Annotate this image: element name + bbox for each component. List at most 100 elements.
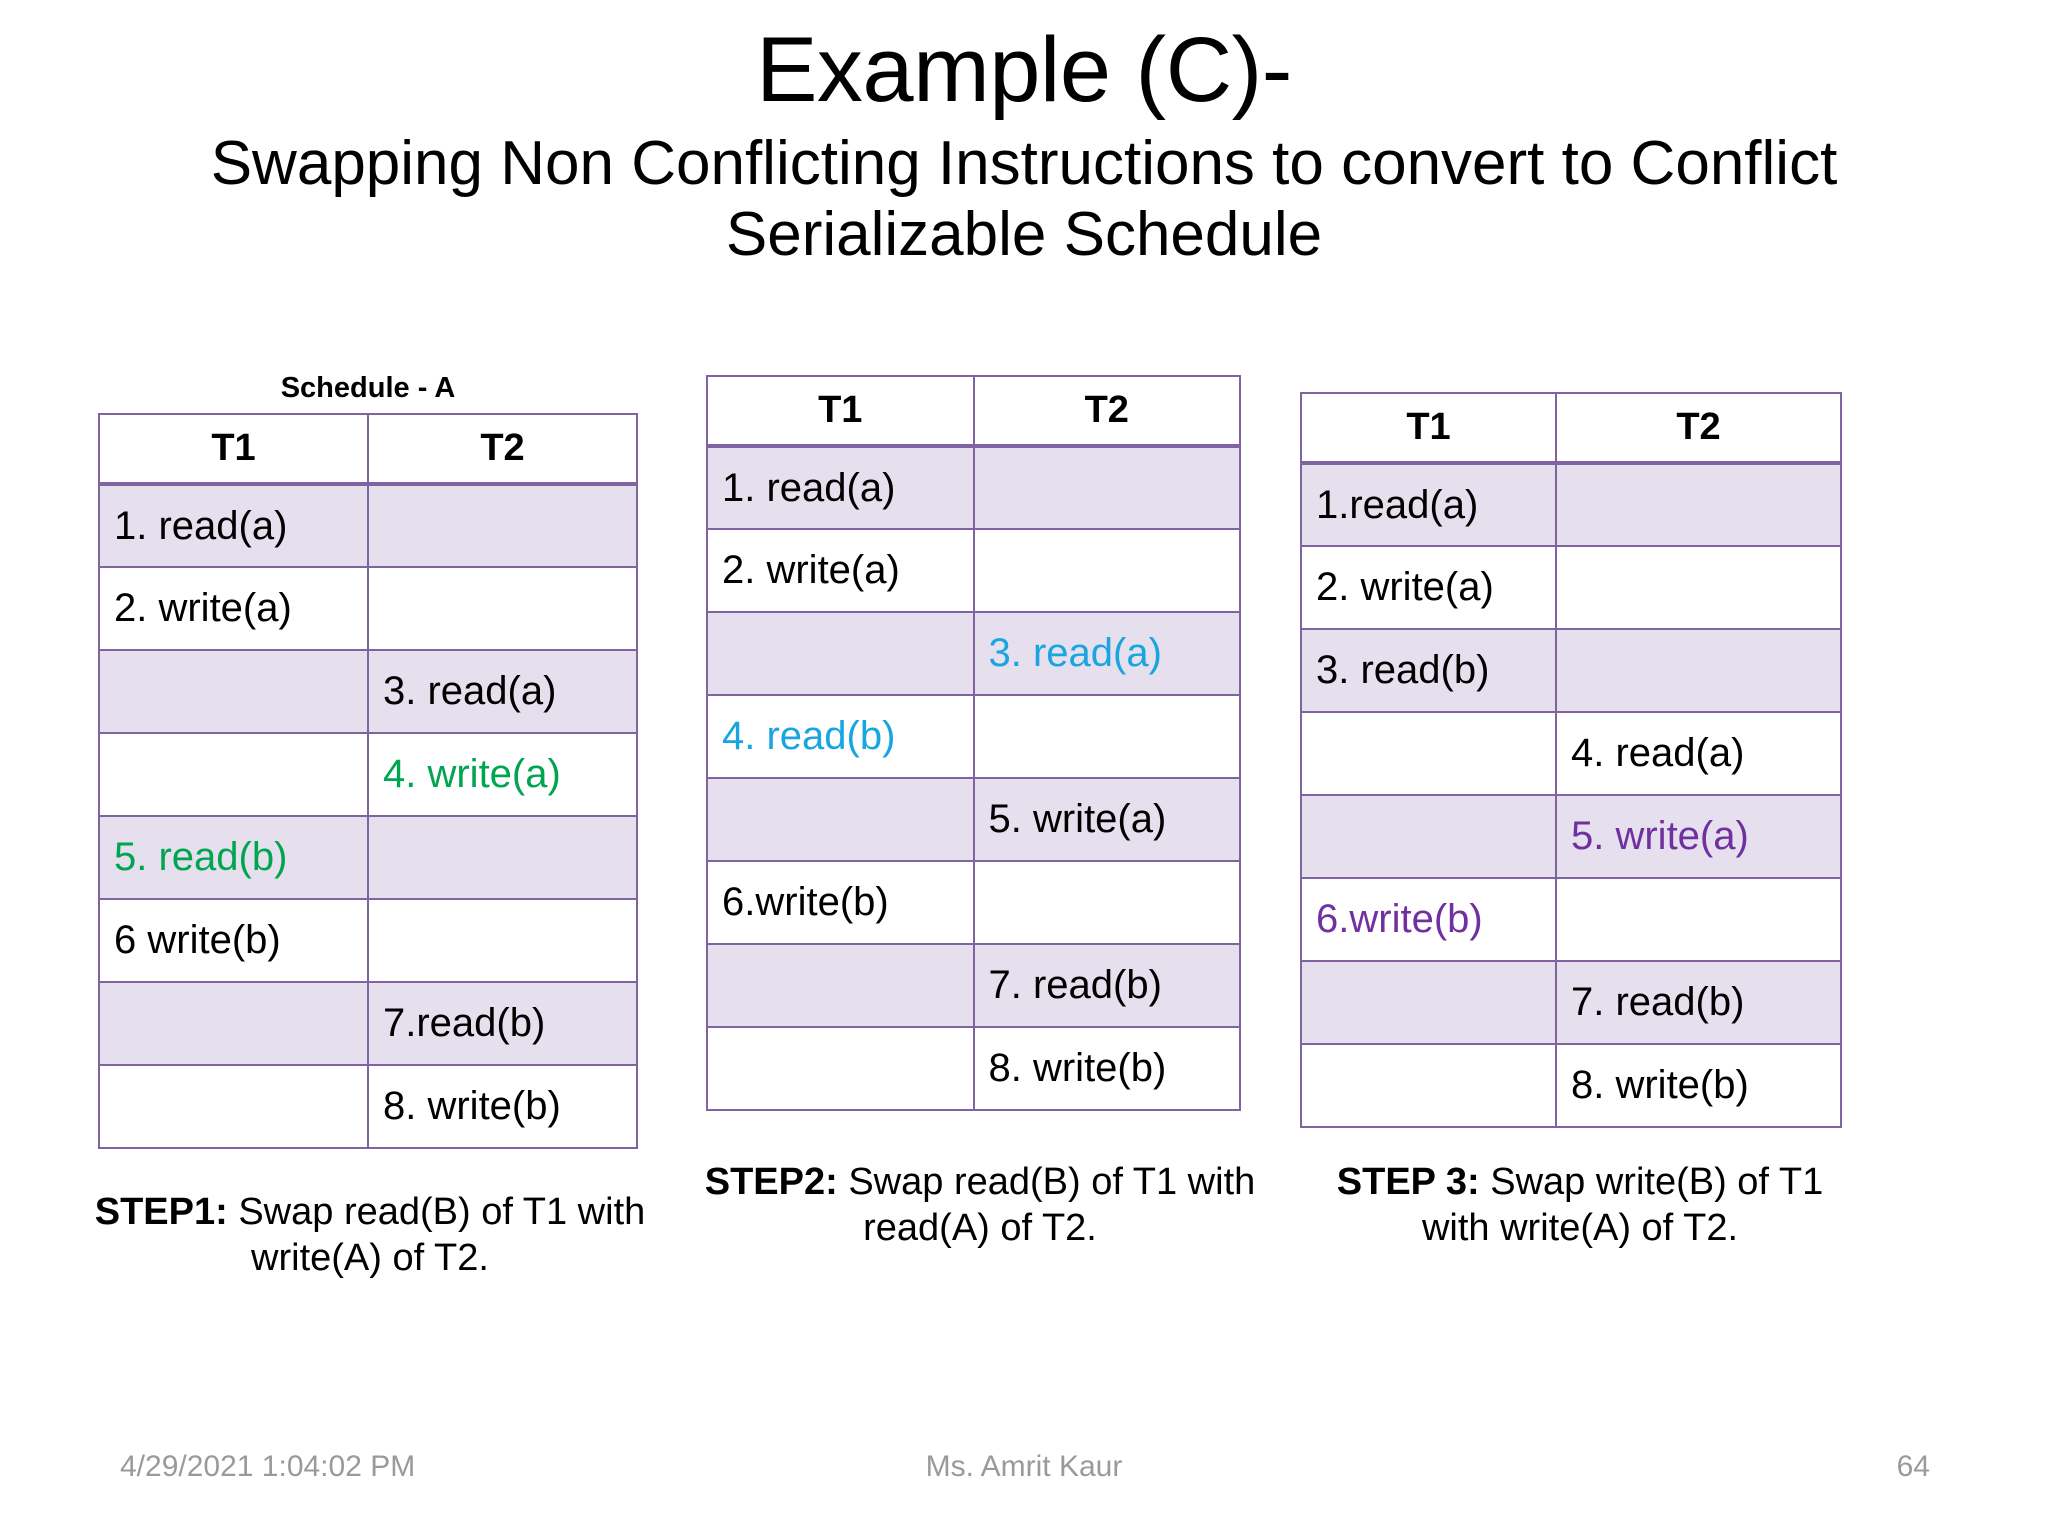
cell-t2 <box>972 528 1241 613</box>
step2-label: STEP2: <box>704 1161 838 1203</box>
cell-t2: 3. read(a) <box>367 649 638 734</box>
page-title: Example (C)- <box>756 19 1292 121</box>
schedule-step2-body: 1. read(a)2. write(a)3. read(a)4. read(b… <box>706 445 1241 1111</box>
table-row: 6 write(b) <box>98 898 638 983</box>
footer-timestamp: 4/29/2021 1:04:02 PM <box>120 1450 416 1483</box>
cell-t1 <box>1300 960 1557 1045</box>
table-row: 5. write(a) <box>706 777 1241 862</box>
cell-t1 <box>1300 1043 1557 1128</box>
schedule-step3-table: T1 T2 1.read(a)2. write(a)3. read(b)4. r… <box>1300 392 1842 1128</box>
footer-author: Ms. Amrit Kaur <box>925 1450 1123 1483</box>
cell-t2 <box>367 815 638 900</box>
cell-t1: 2. write(a) <box>98 566 369 651</box>
cell-t2: 7. read(b) <box>1555 960 1842 1045</box>
column-header-t1: T1 <box>98 413 369 486</box>
column-header-t2: T2 <box>1555 392 1842 465</box>
table-row: 1.read(a) <box>1300 462 1842 547</box>
cell-t1 <box>98 732 369 817</box>
column-header-t2: T2 <box>972 375 1241 448</box>
cell-t1: 6 write(b) <box>98 898 369 983</box>
table-header-row: T1 T2 <box>1300 392 1842 465</box>
cell-t1 <box>1300 711 1557 796</box>
table-row: 4. read(b) <box>706 694 1241 779</box>
table-row: 8. write(b) <box>1300 1043 1842 1128</box>
table-row: 6.write(b) <box>1300 877 1842 962</box>
cell-t2: 5. write(a) <box>1555 794 1842 879</box>
cell-t2 <box>367 483 638 568</box>
cell-t1: 1. read(a) <box>98 483 369 568</box>
table-row: 3. read(b) <box>1300 628 1842 713</box>
table-header-row: T1 T2 <box>98 413 638 486</box>
slide-footer: 4/29/2021 1:04:02 PM Ms. Amrit Kaur 64 <box>0 1450 2048 1490</box>
cell-t2: 7.read(b) <box>367 981 638 1066</box>
cell-t2 <box>1555 628 1842 713</box>
cell-t1 <box>706 777 975 862</box>
table-row: 3. read(a) <box>706 611 1241 696</box>
table-row: 2. write(a) <box>98 566 638 651</box>
cell-t2 <box>972 694 1241 779</box>
cell-t1: 4. read(b) <box>706 694 975 779</box>
cell-t1: 3. read(b) <box>1300 628 1557 713</box>
step1-label: STEP1: <box>94 1191 228 1233</box>
table-row: 7. read(b) <box>1300 960 1842 1045</box>
cell-t2: 4. write(a) <box>367 732 638 817</box>
cell-t2: 8. write(b) <box>972 1026 1241 1111</box>
table-row: 6.write(b) <box>706 860 1241 945</box>
cell-t2: 4. read(a) <box>1555 711 1842 796</box>
cell-t2: 3. read(a) <box>972 611 1241 696</box>
table-row: 8. write(b) <box>706 1026 1241 1111</box>
table-row: 2. write(a) <box>706 528 1241 613</box>
table-row: 2. write(a) <box>1300 545 1842 630</box>
step3-text: Swap write(B) of T1 with write(A) of T2. <box>1421 1161 1824 1249</box>
column-header-t2: T2 <box>367 413 638 486</box>
cell-t2: 5. write(a) <box>972 777 1241 862</box>
schedule-step2-table: T1 T2 1. read(a)2. write(a)3. read(a)4. … <box>706 375 1241 1111</box>
cell-t1: 2. write(a) <box>1300 545 1557 630</box>
step1-text: Swap read(B) of T1 with write(A) of T2. <box>227 1191 646 1279</box>
cell-t1 <box>706 943 975 1028</box>
schedule-step3-block: T1 T2 1.read(a)2. write(a)3. read(b)4. r… <box>1300 392 1842 1128</box>
table-row: 1. read(a) <box>706 445 1241 530</box>
cell-t2: 8. write(b) <box>1555 1043 1842 1128</box>
page-subtitle: Swapping Non Conflicting Instructions to… <box>210 128 1838 269</box>
cell-t1 <box>98 1064 369 1149</box>
table-row: 8. write(b) <box>98 1064 638 1149</box>
cell-t1 <box>706 1026 975 1111</box>
schedule-a-caption: Schedule - A <box>280 372 456 404</box>
cell-t2 <box>972 860 1241 945</box>
schedule-a-body: 1. read(a)2. write(a)3. read(a)4. write(… <box>98 483 638 1149</box>
cell-t2 <box>367 898 638 983</box>
cell-t1 <box>98 981 369 1066</box>
step2-caption: STEP2: Swap read(B) of T1 with read(A) o… <box>700 1160 1260 1251</box>
table-header-row: T1 T2 <box>706 375 1241 448</box>
cell-t2 <box>367 566 638 651</box>
table-row: 7.read(b) <box>98 981 638 1066</box>
table-row: 3. read(a) <box>98 649 638 734</box>
step2-text: Swap read(B) of T1 with read(A) of T2. <box>837 1161 1256 1249</box>
step3-label: STEP 3: <box>1336 1161 1480 1203</box>
schedule-a-table: T1 T2 1. read(a)2. write(a)3. read(a)4. … <box>98 413 638 1149</box>
slide-title-block: Example (C)- Swapping Non Conflicting In… <box>0 19 2048 270</box>
cell-t2 <box>1555 462 1842 547</box>
cell-t2: 8. write(b) <box>367 1064 638 1149</box>
cell-t1: 6.write(b) <box>706 860 975 945</box>
table-row: 4. write(a) <box>98 732 638 817</box>
schedule-step2-block: T1 T2 1. read(a)2. write(a)3. read(a)4. … <box>706 375 1241 1111</box>
cell-t2 <box>1555 545 1842 630</box>
column-header-t1: T1 <box>1300 392 1557 465</box>
column-header-t1: T1 <box>706 375 975 448</box>
table-row: 5. write(a) <box>1300 794 1842 879</box>
cell-t1: 1. read(a) <box>706 445 975 530</box>
table-row: 7. read(b) <box>706 943 1241 1028</box>
cell-t1 <box>98 649 369 734</box>
footer-page-number: 64 <box>1896 1450 1930 1483</box>
schedule-a-block: Schedule - A T1 T2 1. read(a)2. write(a)… <box>98 372 638 1149</box>
cell-t2: 7. read(b) <box>972 943 1241 1028</box>
step1-caption: STEP1: Swap read(B) of T1 with write(A) … <box>80 1190 660 1281</box>
cell-t1: 5. read(b) <box>98 815 369 900</box>
cell-t1 <box>706 611 975 696</box>
cell-t1: 6.write(b) <box>1300 877 1557 962</box>
step3-caption: STEP 3: Swap write(B) of T1 with write(A… <box>1300 1160 1860 1251</box>
cell-t2 <box>972 445 1241 530</box>
table-row: 5. read(b) <box>98 815 638 900</box>
